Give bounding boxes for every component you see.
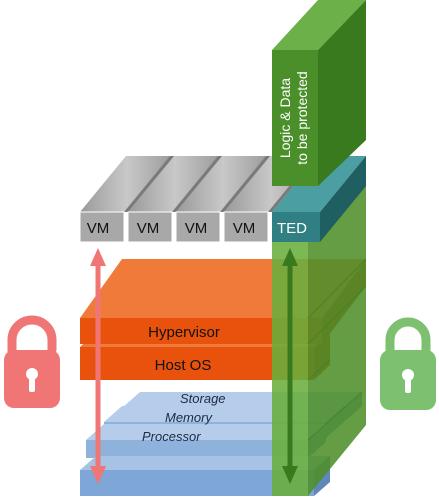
unlocked-padlock-icon	[4, 315, 60, 408]
vm-block-2	[127, 211, 173, 243]
vm-access-arrow	[90, 248, 106, 484]
logic-data-block	[272, 0, 366, 186]
locked-padlock-icon	[380, 317, 436, 410]
vm-label-2: VM	[137, 220, 160, 237]
vm-block-3	[175, 211, 221, 243]
vm-block-4	[223, 211, 269, 243]
vm-label-4: VM	[233, 220, 256, 237]
logic-data-label-line2: to be protected	[294, 71, 310, 164]
hypervisor-label: Hypervisor	[148, 324, 220, 341]
processor-label: Processor	[142, 429, 201, 444]
vm-label-1: VM	[87, 220, 110, 237]
storage-label: Storage	[180, 391, 226, 406]
vm-label-3: VM	[185, 220, 208, 237]
host-os-label: Host OS	[155, 357, 212, 374]
ted-access-arrow	[282, 248, 298, 484]
logic-data-label-line1: Logic & Data	[277, 78, 293, 158]
vm-block-1	[79, 211, 125, 243]
ted-label: TED	[277, 220, 307, 237]
memory-label: Memory	[165, 410, 213, 425]
